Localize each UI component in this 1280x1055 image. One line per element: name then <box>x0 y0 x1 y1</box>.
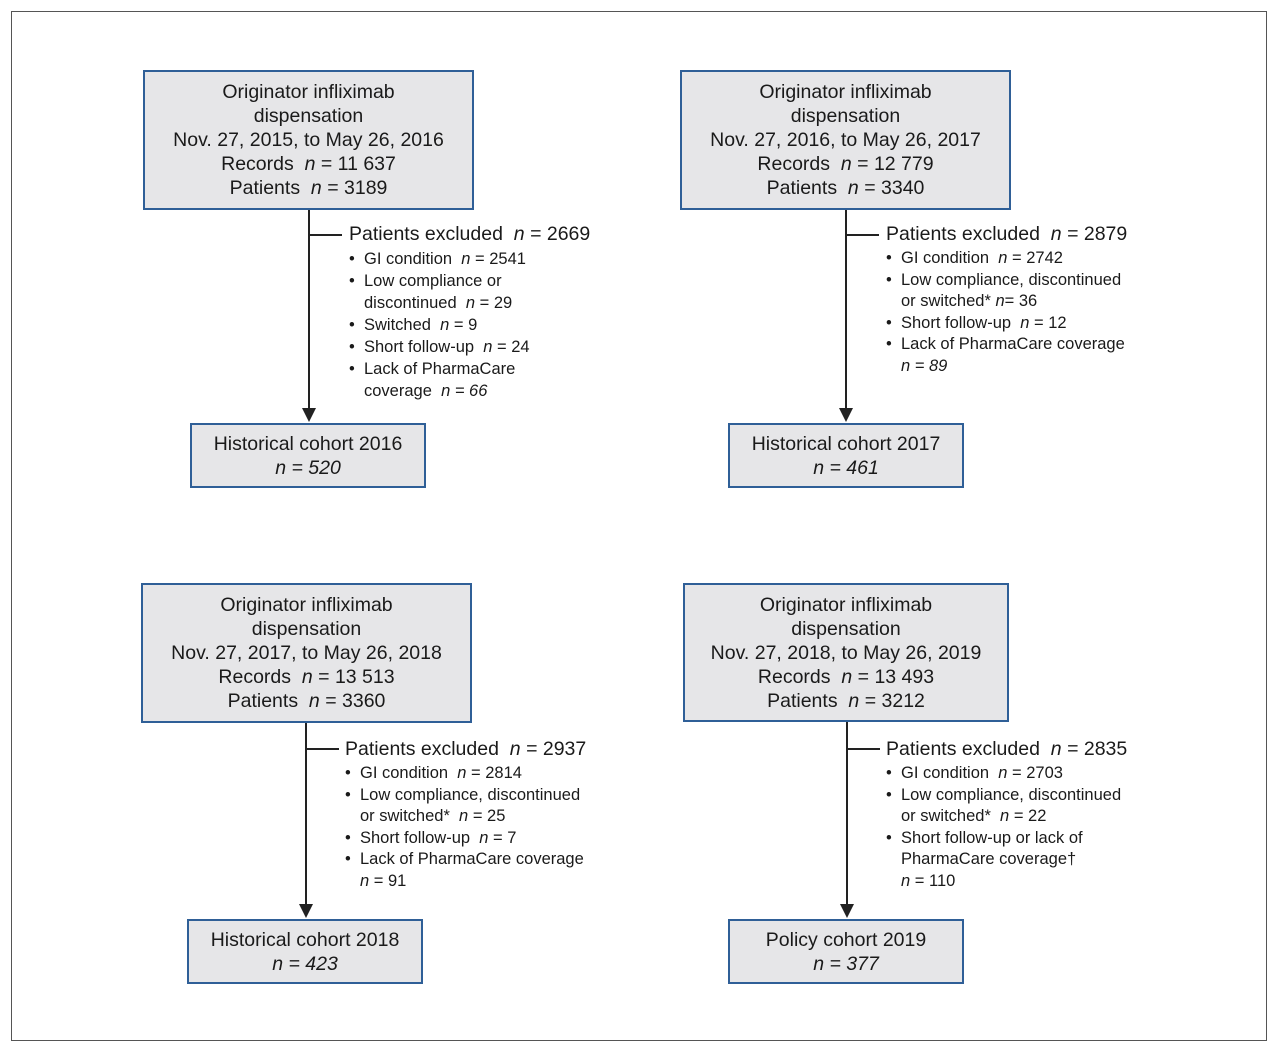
flow-connector <box>846 722 848 905</box>
exclusion-branch <box>847 748 880 750</box>
source-period: Nov. 27, 2016, to May 26, 2017 <box>710 129 981 151</box>
source-period: Nov. 27, 2015, to May 26, 2016 <box>173 129 444 151</box>
exclusion-item: •GI condition n = 2742 <box>886 249 1063 267</box>
exclusion-heading: Patients excluded n = 2835 <box>886 738 1128 760</box>
exclusion-item: •Short follow-up n = 24 <box>349 338 530 356</box>
exclusion-branch <box>306 748 339 750</box>
flow-connector <box>308 210 310 410</box>
flow-arrowhead <box>302 408 316 422</box>
cohort-box-2017: Historical cohort 2017 n = 461 <box>728 423 964 488</box>
flow-arrowhead <box>840 904 854 918</box>
flow-arrowhead <box>299 904 313 918</box>
patients-count: Patients n = 3189 <box>229 177 388 199</box>
exclusion-list-2018: Patients excluded n = 2937 •GI condition… <box>345 737 586 892</box>
exclusion-list-2016: Patients excluded n = 2669 •GI condition… <box>349 222 590 402</box>
source-title: Originator infliximab <box>759 593 933 616</box>
source-box-2017: Originator infliximab dispensation Nov. … <box>680 70 1011 210</box>
flow-arrowhead <box>839 408 853 422</box>
records-count: Records n = 12 779 <box>757 153 934 175</box>
records-count: Records n = 11 637 <box>221 153 396 175</box>
patients-count: Patients n = 3360 <box>227 690 386 712</box>
records-count: Records n = 13 513 <box>218 666 395 688</box>
cohort-name: Policy cohort 2019 <box>765 928 927 951</box>
flow-connector <box>845 210 847 410</box>
exclusion-item: •Short follow-up n = 12 <box>886 313 1067 332</box>
exclusion-item: •GI condition n = 2541 <box>349 250 526 268</box>
exclusion-list-2019: Patients excluded n = 2835 •GI condition… <box>886 737 1127 892</box>
exclusion-list-2017: Patients excluded n = 2879 •GI condition… <box>886 222 1127 377</box>
source-box-2018: Originator infliximab dispensation Nov. … <box>141 583 472 723</box>
exclusion-heading: Patients excluded n = 2879 <box>886 223 1128 245</box>
cohort-size: n = 461 <box>813 456 879 479</box>
patients-count: Patients n = 3212 <box>767 689 925 712</box>
exclusion-item: •Short follow-up n = 7 <box>345 828 517 847</box>
source-subtitle: dispensation <box>251 618 362 640</box>
cohort-box-2016: Historical cohort 2016 n = 520 <box>190 423 426 488</box>
source-period: Nov. 27, 2017, to May 26, 2018 <box>171 642 442 664</box>
cohort-box-2018: Historical cohort 2018 n = 423 <box>187 919 423 984</box>
flow-connector <box>305 723 307 905</box>
source-period: Nov. 27, 2018, to May 26, 2019 <box>710 641 982 664</box>
records-count: Records n = 13 493 <box>757 665 935 688</box>
exclusion-item: •Switched n = 9 <box>349 316 478 334</box>
exclusion-branch <box>309 234 342 236</box>
source-title: Originator infliximab <box>222 81 395 103</box>
exclusion-item: •GI condition n = 2814 <box>345 764 522 782</box>
cohort-size: n = 377 <box>813 952 879 975</box>
cohort-name: Historical cohort 2016 <box>213 432 403 455</box>
cohort-name: Historical cohort 2017 <box>751 432 941 455</box>
source-box-2019: Originator infliximab dispensation Nov. … <box>683 583 1009 722</box>
cohort-name: Historical cohort 2018 <box>210 928 400 951</box>
source-box-2016: Originator infliximab dispensation Nov. … <box>143 70 474 210</box>
exclusion-heading: Patients excluded n = 2669 <box>349 223 591 245</box>
source-subtitle: dispensation <box>791 617 901 640</box>
patients-count: Patients n = 3340 <box>766 177 925 199</box>
source-subtitle: dispensation <box>790 105 901 127</box>
exclusion-heading: Patients excluded n = 2937 <box>345 738 587 760</box>
figure-frame <box>11 11 1267 1041</box>
cohort-size: n = 520 <box>275 456 341 479</box>
source-title: Originator infliximab <box>759 81 932 103</box>
source-subtitle: dispensation <box>253 105 364 127</box>
cohort-box-2019: Policy cohort 2019 n = 377 <box>728 919 964 984</box>
exclusion-item: •GI condition n = 2703 <box>886 764 1063 782</box>
exclusion-branch <box>846 234 879 236</box>
source-title: Originator infliximab <box>220 594 393 616</box>
cohort-size: n = 423 <box>272 952 338 975</box>
